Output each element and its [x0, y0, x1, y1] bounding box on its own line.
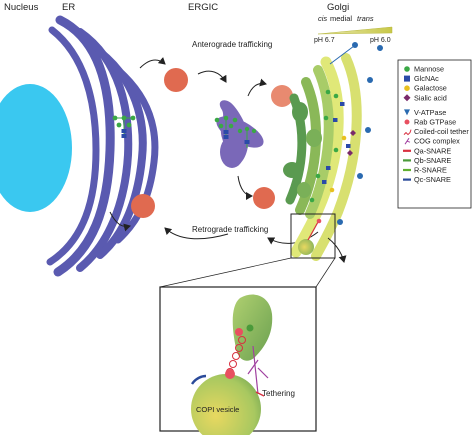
small-tether [307, 221, 319, 241]
v-atpase-icon [377, 45, 383, 51]
legend-item-label: Sialic acid [414, 93, 447, 102]
zoom-down-arrow [327, 237, 347, 263]
small-copi-vesicle [298, 239, 314, 255]
ergic-label: ERGIC [188, 2, 218, 13]
golgi-stack [285, 53, 362, 261]
inset-qa-snare [255, 391, 265, 397]
zoom-source-box [290, 213, 336, 259]
inset-cog-arm-2 [257, 367, 269, 379]
small-rab [316, 218, 322, 224]
rab-gtpase-icon [404, 119, 410, 125]
ergic-to-vesicle-arrow [247, 78, 267, 97]
ergic-compartment [216, 100, 264, 168]
retrograde-vesicle-er [131, 194, 155, 218]
inset-rab-gtpase [235, 328, 243, 336]
ph-cis-label: pH 6.7 [314, 37, 335, 44]
retro-to-er-arrow [164, 227, 229, 240]
v-atpase-icon [352, 42, 358, 48]
legend-item-label: Qa-SNARE [414, 146, 451, 155]
anterograde-vesicle-1 [164, 68, 188, 92]
v-atpase-icon [337, 219, 343, 225]
nucleus-label: Nucleus [4, 2, 39, 13]
purple-diamond-icon [403, 94, 411, 102]
er-membranes [46, 15, 159, 277]
er-to-vesicle-arrow [139, 57, 166, 69]
retrograde-vesicle-ergic [253, 187, 275, 209]
golgi-label: Golgi [327, 2, 349, 13]
anterograde-vesicle-2 [271, 85, 293, 107]
inset-qc-snare [191, 374, 207, 385]
legend-item-label: Coiled-coil tether [414, 127, 469, 136]
ergic-glycan-tree [214, 115, 238, 139]
vesicle-to-ergic-arrow [197, 70, 227, 83]
golgi-glycans [309, 89, 356, 203]
er-label: ER [62, 2, 75, 13]
inset-copi-vesicle [191, 374, 261, 435]
inset-cog-arm [247, 359, 259, 375]
zoom-line-left [159, 257, 292, 288]
inset-rab-on-vesicle [225, 369, 235, 379]
er-glycan-tree [112, 115, 136, 138]
tethering-label: Tethering [262, 389, 295, 398]
inset-snare-tip [246, 324, 254, 332]
cis-label: cis [318, 14, 327, 23]
v-atpase-icon [365, 127, 371, 133]
ergic-glycan-tree-2 [237, 126, 257, 148]
green-circle-icon [404, 66, 410, 72]
yellow-circle-icon [404, 85, 410, 91]
legend-item-label: GlcNAc [414, 74, 439, 83]
v-atpase-icon [404, 109, 410, 116]
ph-gradient-wedge [317, 26, 393, 35]
legend-item-label: V-ATPase [414, 108, 446, 117]
legend-box [397, 59, 472, 209]
golgi-v-atpase-stem [329, 45, 355, 65]
legend-item-label: Qb-SNARE [414, 156, 451, 165]
ph-trans-label: pH 6.0 [370, 37, 391, 44]
anterograde-label: Anterograde trafficking [192, 40, 272, 49]
medial-label: medial [330, 14, 352, 23]
legend-item-label: COG complex [414, 137, 460, 146]
inset-cog-complex [252, 345, 259, 395]
zoom-line-right [315, 257, 336, 288]
blue-square-icon [404, 75, 410, 82]
v-atpase-icon [357, 173, 363, 179]
legend-item-label: Qc-SNARE [414, 175, 451, 184]
ergic-to-retro-vesicle-arrow [237, 175, 253, 200]
nucleus-shape [0, 84, 72, 212]
legend-item-label: Rab GTPase [414, 118, 456, 127]
coiled-coil-tether-icon [403, 129, 412, 136]
legend-item-label: Galactose [414, 84, 447, 93]
copi-vesicle-label: COPI vesicle [196, 405, 239, 414]
vesicle-to-er-arrow [109, 211, 131, 232]
legend-item-label: Mannose [414, 65, 444, 74]
retrograde-label: Retrograde trafficking [192, 225, 268, 234]
v-atpase-icon [367, 77, 373, 83]
legend-item-label: R-SNARE [414, 166, 447, 175]
golgi-buds [283, 102, 322, 198]
trans-label: trans [357, 14, 374, 23]
cog-complex-icon [404, 137, 411, 145]
